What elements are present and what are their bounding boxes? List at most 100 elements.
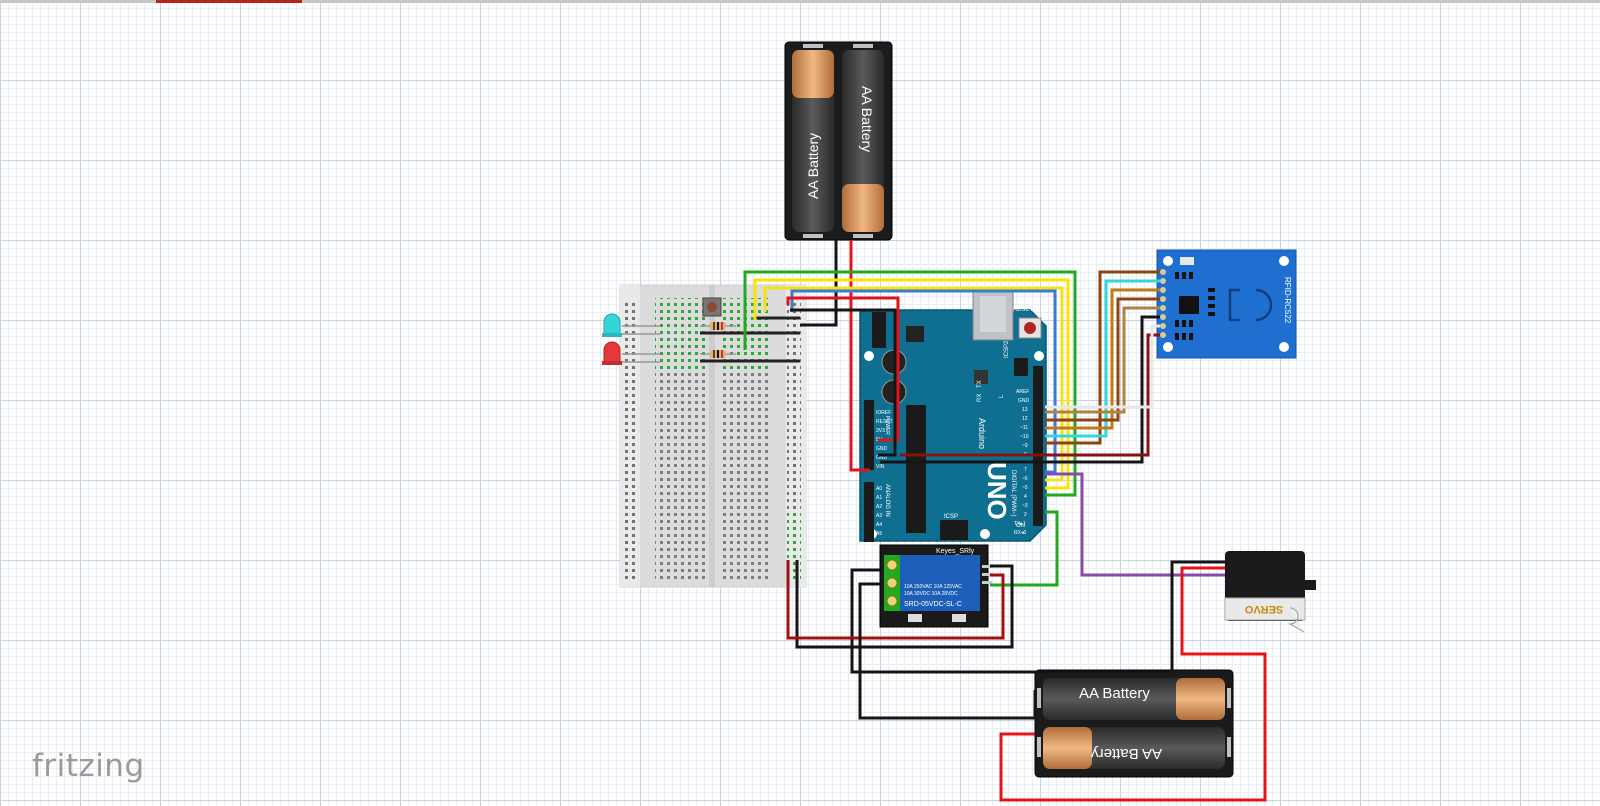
analog-label: ANALOG IN [884, 484, 890, 517]
battery-pack-top[interactable]: AA Battery AA Battery [784, 41, 893, 241]
battery-bottom-bottom-label: AA Battery [1091, 745, 1162, 762]
pin-ioref-label: IOREF [876, 410, 891, 416]
atmega-chip [906, 405, 926, 533]
pin-a4-label: A4 [876, 522, 882, 528]
battery-bottom-top-label: AA Battery [1079, 685, 1150, 702]
reset-label: RESET [1013, 307, 1033, 313]
breadboard[interactable] [619, 284, 807, 588]
rfid-hole-2 [1279, 256, 1289, 266]
pin-6-label: ~6 [1022, 476, 1028, 482]
pin-a0-label: A0 [876, 486, 882, 492]
pin-9-label: ~9 [1022, 443, 1028, 449]
wire-rfid-3v3[interactable] [900, 333, 1160, 457]
rfid-module[interactable]: RFID-RC522 [1156, 249, 1297, 359]
wire-rfid-tan[interactable] [1045, 306, 1160, 414]
pin-rx-label: RX◂0 [1014, 530, 1026, 536]
pin-12-label: 12 [1022, 416, 1028, 422]
led-cyan[interactable] [602, 313, 660, 337]
rfid-pins [1160, 269, 1166, 338]
servo-motor[interactable]: SERVO [1224, 551, 1316, 633]
pin-a1-label: A1 [876, 495, 882, 501]
icsp-header [940, 520, 968, 540]
rfid-hole-1 [1163, 256, 1173, 266]
battery-top-right-label: AA Battery [859, 86, 875, 152]
wire-relay-vcc[interactable] [786, 560, 1005, 640]
active-tab-indicator [156, 0, 302, 3]
servo-label-band [1224, 597, 1306, 621]
tx-label: TX [977, 380, 983, 388]
icsp2-label: ICSP2 [1004, 340, 1010, 358]
wire-servo-power[interactable] [999, 566, 1267, 802]
pin-10-label: ~10 [1020, 434, 1029, 440]
icsp2-header [1014, 358, 1028, 376]
mount-hole-4 [980, 529, 990, 539]
rfid-hole-4 [1279, 342, 1289, 352]
pin-reset-label: RESET [876, 419, 893, 425]
relay-rating-2: 10A 30VDC 10A 28VDC [904, 591, 958, 597]
fritzing-logo: fritzing [32, 748, 145, 784]
wire-servo-signal[interactable] [1045, 472, 1225, 577]
rfid-chip [1179, 296, 1199, 314]
wire-relay-signal[interactable] [990, 510, 1059, 587]
mount-hole-2 [1034, 351, 1044, 361]
wire-rfid-orange[interactable] [1045, 288, 1160, 430]
resistor-2[interactable] [700, 350, 736, 358]
pin-3v3-label: 3V3 [876, 428, 885, 434]
rfid-antenna [1228, 288, 1273, 322]
wire-relay-battery[interactable] [858, 582, 1037, 720]
relay-module[interactable]: Keyes_SRly 10A 250VAC 10A 125VAC 10A 30V… [879, 544, 992, 628]
breadboard-left-rail-holes [625, 300, 639, 580]
digital-header [1033, 366, 1043, 526]
pushbutton-cap [707, 302, 717, 312]
servo-horn[interactable] [1288, 607, 1305, 633]
wire-battery-top-red[interactable] [849, 240, 870, 472]
resistor-1[interactable] [700, 322, 736, 330]
wire-yellow-top[interactable] [753, 278, 1070, 490]
pin-3-label: ~3 [1022, 503, 1028, 509]
crystal [974, 370, 988, 384]
wire-black-gnd[interactable] [790, 308, 897, 457]
wire-green-top[interactable] [743, 270, 1077, 497]
wire-rfid-brown-2[interactable] [1045, 297, 1160, 422]
l-label: L [999, 394, 1005, 398]
pin-5-label: ~5 [1022, 485, 1028, 491]
wire-battery-top-black[interactable] [800, 240, 838, 327]
mount-hole-1 [864, 351, 874, 361]
relay-rating-1: 10A 250VAC 10A 125VAC [904, 584, 962, 590]
wire-servo-gnd[interactable] [850, 560, 1225, 674]
relay-body [900, 555, 980, 611]
rfid-board [1156, 249, 1297, 359]
relay-screw-terminals[interactable] [884, 555, 900, 611]
pin-gnd1-label: GND [876, 446, 888, 452]
wire-rfid-brown-1[interactable] [1045, 270, 1160, 445]
wire-relay-gnd[interactable] [795, 560, 1014, 649]
digital-label: DIGITAL (PWM~) [1010, 470, 1016, 517]
pin-vin-label: VIN [876, 464, 885, 470]
pin-13-label: 13 [1022, 407, 1028, 413]
window-top-border [0, 0, 1600, 3]
battery-pack-bottom[interactable]: AA Battery AA Battery [1034, 669, 1234, 778]
rfid-crystal [1180, 257, 1194, 265]
led-red[interactable] [602, 341, 660, 365]
wire-rfid-white[interactable] [1045, 324, 1160, 409]
battery-top-left-label: AA Battery [805, 133, 821, 199]
servo-tab [1302, 580, 1316, 590]
relay-model: SRD-05VDC-SL-C [904, 601, 962, 608]
power-jack [872, 312, 886, 348]
relay-led [908, 614, 922, 622]
wire-rfid-cyan[interactable] [1045, 279, 1160, 438]
pin-4-label: 4 [1024, 494, 1027, 500]
pin-7-label: 7 [1024, 467, 1027, 473]
power-label: POWER [884, 416, 890, 435]
wire-red-5v[interactable] [786, 296, 900, 442]
breadboard-connected-holes [655, 298, 705, 370]
relay-pins [982, 565, 992, 584]
rfid-smd-parts [1175, 272, 1215, 340]
wire-rfid-gnd[interactable] [880, 315, 1160, 464]
pin-11-label: ~11 [1020, 425, 1028, 431]
wire-yellow-2[interactable] [763, 286, 1064, 482]
rx-label: RX [977, 394, 983, 402]
rfid-label: RFID-RC522 [1283, 277, 1292, 324]
arduino-uno[interactable]: UNO Arduino RESET ICSP2 ICSP ON DIGITAL … [859, 287, 1047, 542]
